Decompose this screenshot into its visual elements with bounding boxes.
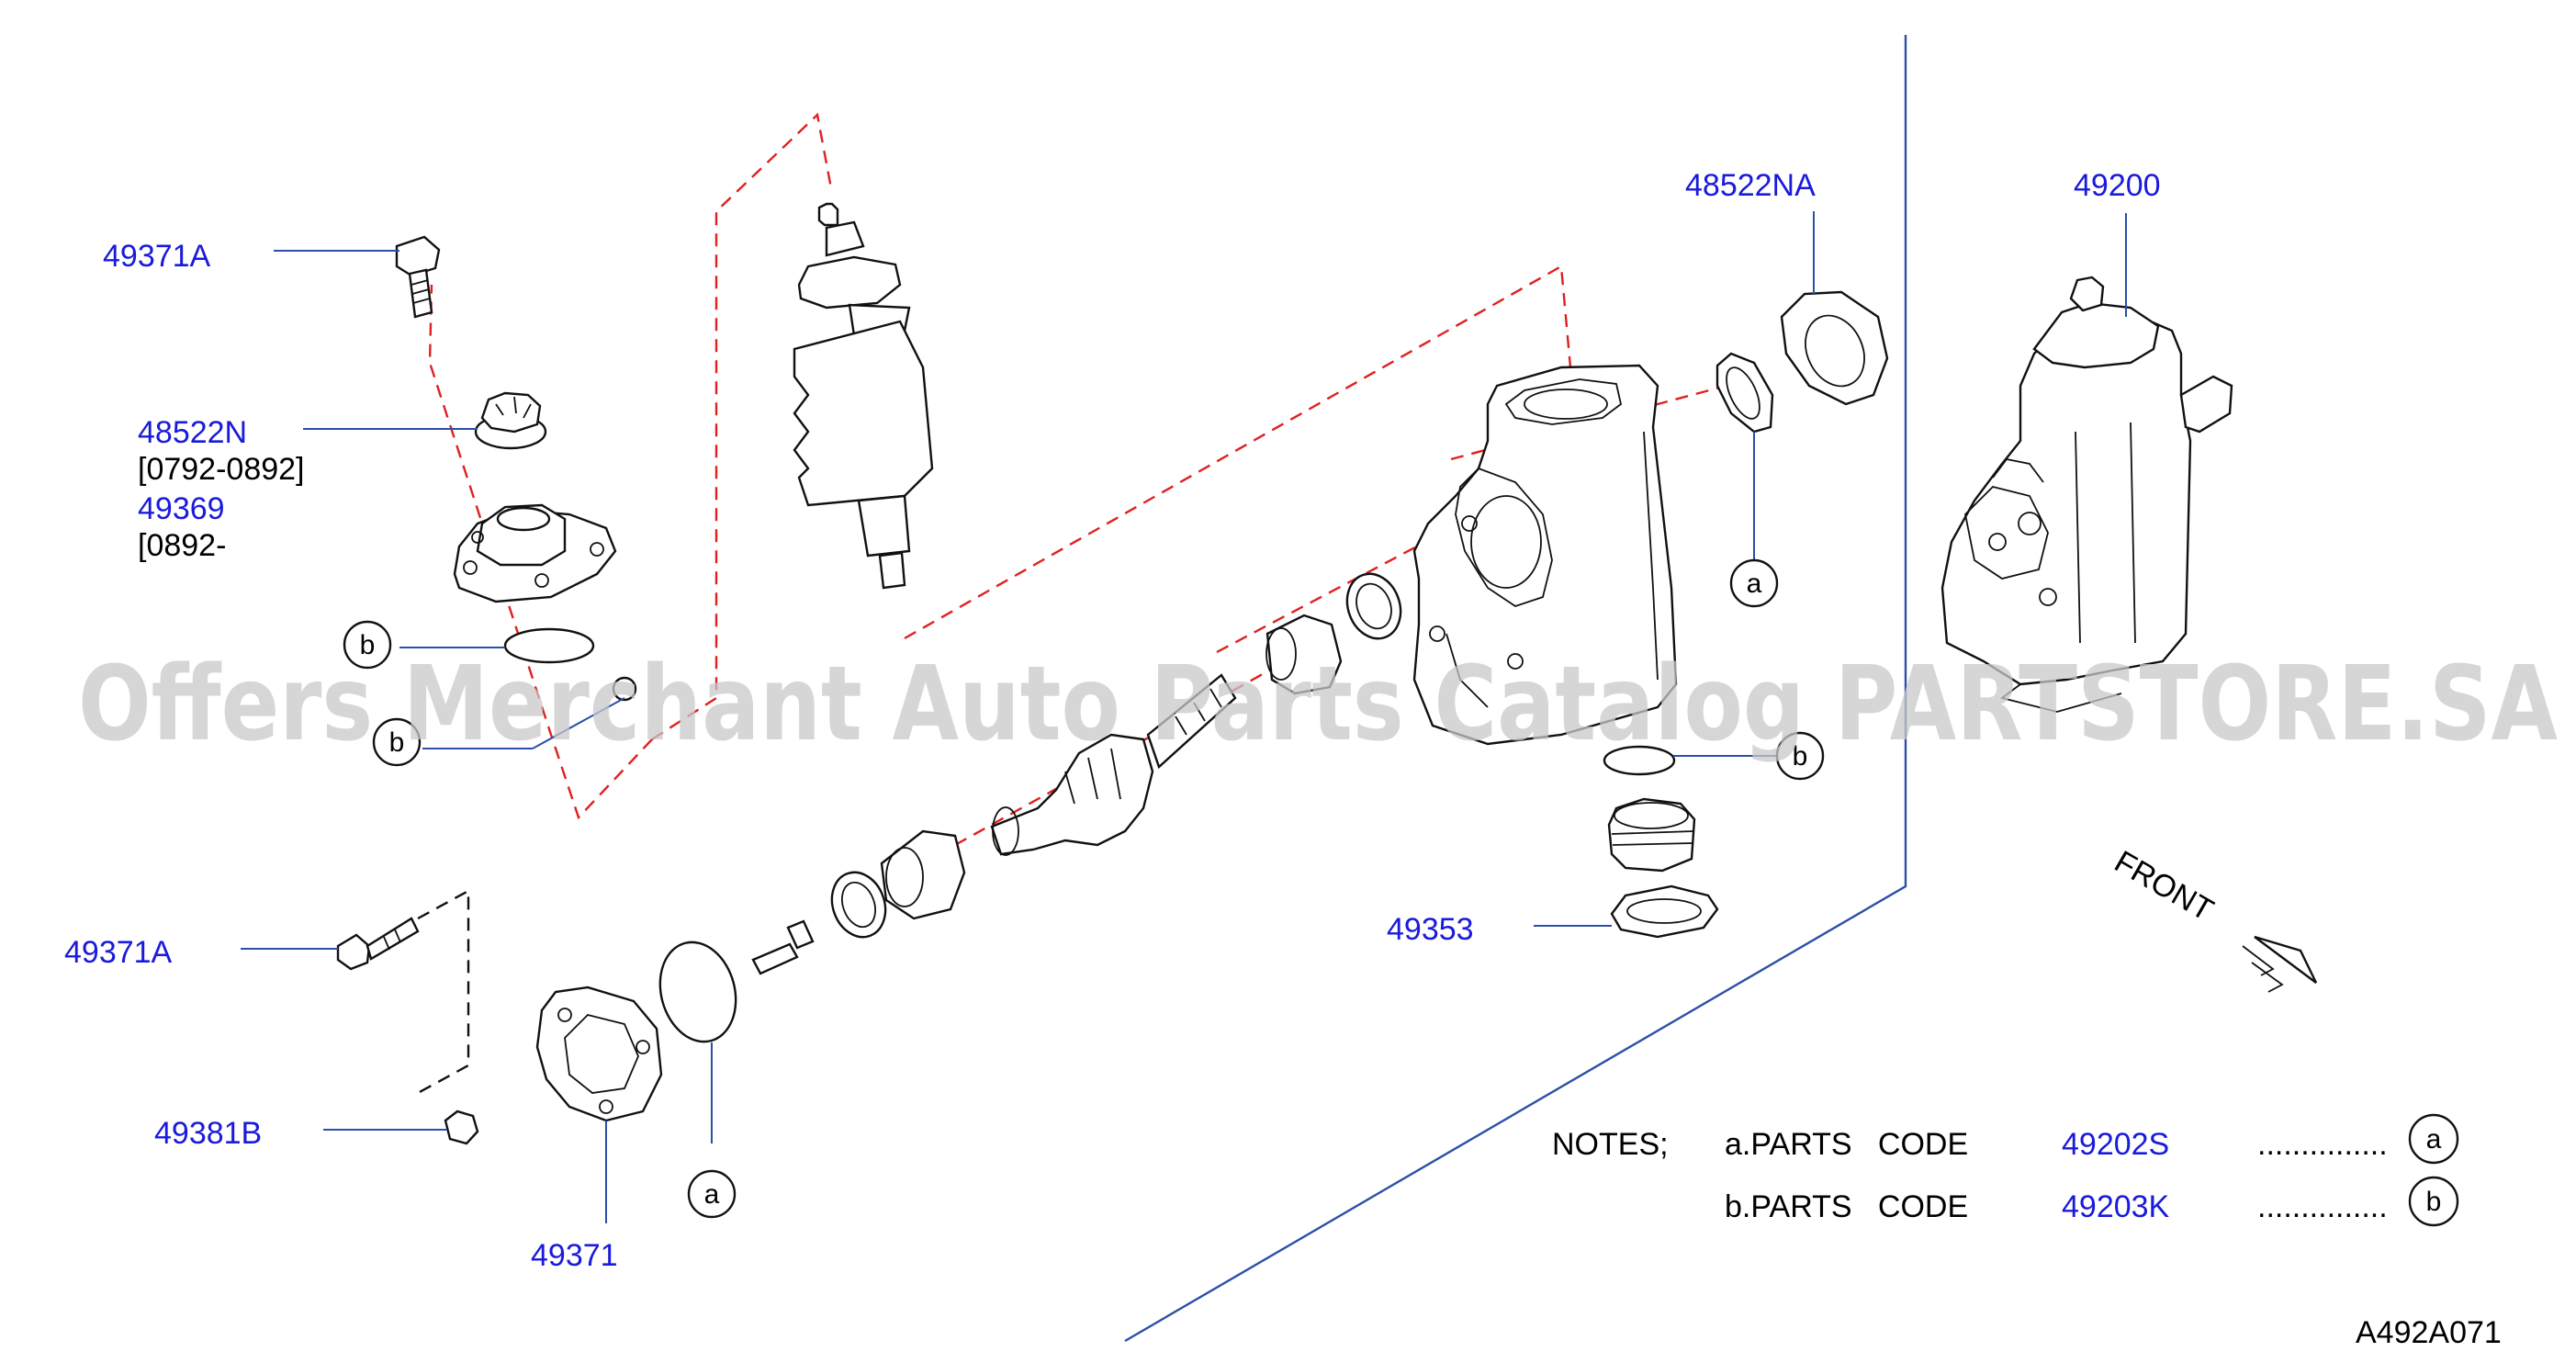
part-label-48522N[interactable]: 48522N	[138, 415, 247, 450]
top-cover	[453, 503, 617, 603]
svg-text:a: a	[704, 1179, 720, 1210]
part-label-49371A-top[interactable]: 49371A	[103, 239, 211, 274]
marker-b-upper: b	[343, 620, 392, 670]
lock-nut-48522N	[474, 391, 547, 450]
date-range-49369: [0892-	[138, 528, 226, 563]
lower-cover-49371	[535, 986, 663, 1122]
date-range-48522N: [0792-0892]	[138, 452, 305, 487]
part-label-48522NA[interactable]: 48522NA	[1685, 168, 1816, 203]
o-ring-lower	[658, 941, 737, 1043]
marker-b-right: b	[1775, 731, 1825, 781]
notes-row-b-marker	[2408, 1176, 2459, 1227]
adjusting-screw	[751, 919, 815, 975]
bolt-49371A-bottom	[336, 917, 420, 971]
svg-text:b: b	[389, 727, 405, 758]
part-label-49381B[interactable]: 49381B	[154, 1116, 262, 1151]
part-label-49371[interactable]: 49371	[531, 1238, 618, 1273]
notes-row-b-code[interactable]: 49203K	[2062, 1189, 2170, 1224]
race-bearing-lower	[880, 829, 966, 920]
notes-heading: NOTES;	[1552, 1127, 1669, 1162]
notes-row-b-label: b.PARTS CODE	[1725, 1189, 1968, 1224]
part-label-49369[interactable]: 49369	[138, 491, 225, 526]
notes-row-a-code[interactable]: 49202S	[2062, 1127, 2169, 1162]
marker-a-seal: a	[1729, 558, 1779, 608]
front-arrow-icon	[2242, 935, 2318, 993]
notes-row-a-label: a.PARTS CODE	[1725, 1127, 1968, 1162]
front-label: FRONT	[2109, 844, 2219, 928]
seal-ring-small	[1345, 572, 1402, 640]
svg-text:a: a	[1747, 569, 1762, 599]
small-seal-ring	[612, 676, 637, 702]
svg-text:b: b	[360, 630, 376, 660]
diagram-code: A492A071	[2356, 1315, 2502, 1350]
seal-ring-lower	[830, 871, 887, 939]
part-label-49371A-bottom[interactable]: 49371A	[64, 935, 173, 970]
seal-ring-a	[1715, 352, 1774, 434]
bolt-49371A-top	[395, 235, 441, 319]
part-label-49353[interactable]: 49353	[1387, 912, 1474, 947]
svg-text:b: b	[1793, 741, 1808, 772]
notes-row-a-marker	[2408, 1113, 2459, 1165]
svg-text:a: a	[2426, 1124, 2442, 1155]
marker-b-middle: b	[372, 717, 422, 767]
nut-49381B	[444, 1110, 479, 1145]
o-ring-upper	[503, 627, 595, 664]
watermark-text: Offers Merchant Auto Parts Catalog PARTS…	[78, 645, 2558, 764]
steering-gear-assembly-49200	[1940, 276, 2233, 713]
notes-block: NOTES; a.PARTS CODE 49202S .............…	[1552, 1113, 2459, 1227]
gear-housing	[1412, 364, 1678, 746]
race-bearing-upper	[1266, 614, 1343, 695]
notes-row-a-dots: ...............	[2257, 1127, 2388, 1162]
adjuster-plug	[1607, 797, 1696, 873]
sector-shaft	[793, 202, 934, 590]
lock-nut-49353	[1610, 884, 1719, 939]
callout-leader-lines	[241, 211, 2127, 1223]
section-divider-line	[1124, 35, 1907, 1343]
svg-text:b: b	[2426, 1187, 2442, 1217]
notes-row-b-dots: ...............	[2257, 1189, 2388, 1224]
worm-shaft	[990, 673, 1237, 856]
marker-a-lower: a	[687, 1169, 737, 1219]
bearing-48522NA	[1780, 290, 1889, 406]
o-ring-right	[1603, 745, 1676, 776]
part-label-49200[interactable]: 49200	[2074, 168, 2161, 203]
